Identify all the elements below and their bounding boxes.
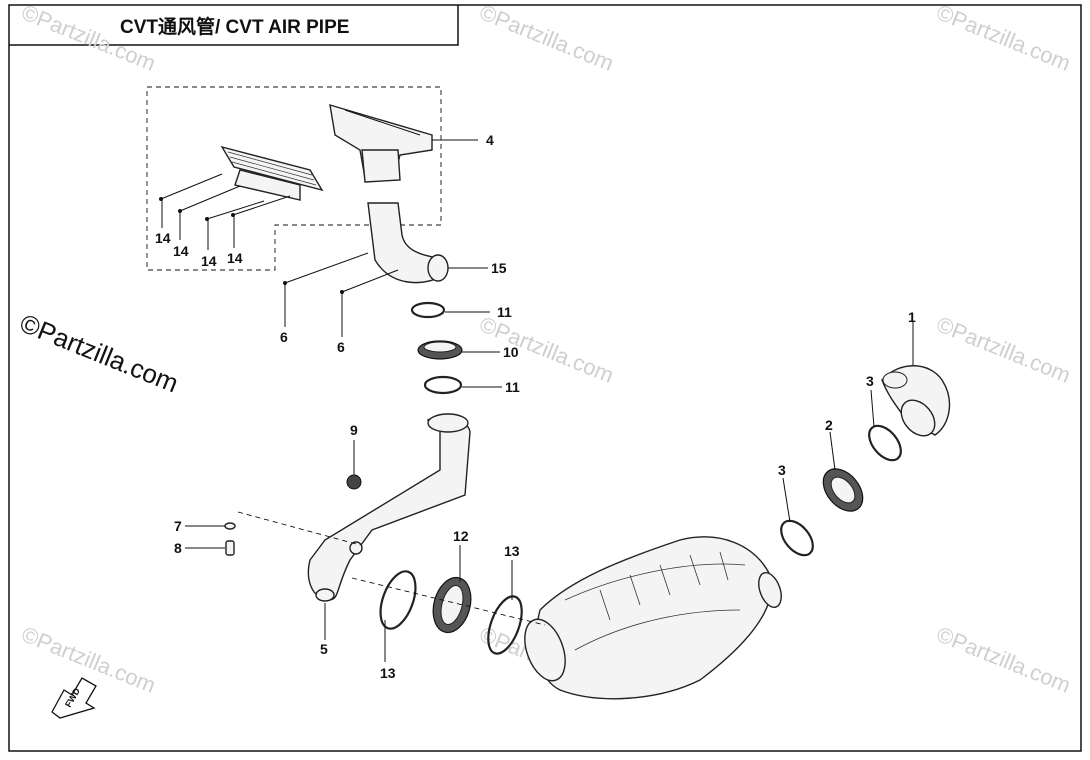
callout-1: 1 xyxy=(908,309,916,325)
leader-lines xyxy=(159,139,914,662)
part-2-coupler xyxy=(822,468,864,512)
part-12-coupler xyxy=(432,576,472,634)
callout-3-a: 3 xyxy=(778,462,786,478)
part-5-air-pipe xyxy=(307,413,471,602)
watermark-tile: ©Partzilla.com xyxy=(933,311,1074,387)
part-8-pin xyxy=(225,540,235,556)
watermark-tile: ©Partzilla.com xyxy=(933,0,1074,76)
callout-9: 9 xyxy=(350,422,358,438)
callout-6-b: 6 xyxy=(337,339,345,355)
watermark-tile: ©Partzilla.com xyxy=(476,0,617,76)
alignment-line xyxy=(237,511,546,626)
part-13-clamp-left xyxy=(379,570,417,630)
part-13-clamp-right xyxy=(487,595,523,655)
callout-3-b: 3 xyxy=(866,373,874,389)
part-4-intake-duct xyxy=(329,104,433,183)
part-15-elbow-duct xyxy=(367,202,449,284)
callout-2: 2 xyxy=(825,417,833,433)
part-3-clamp-lower xyxy=(780,519,814,557)
watermark-tile: ©Partzilla.com xyxy=(476,311,617,387)
watermark-main: ©Partzilla.com xyxy=(16,308,183,399)
callout-14-c: 14 xyxy=(201,253,217,269)
cvt-cover-housing xyxy=(524,536,782,700)
part-3-clamp-upper xyxy=(868,424,902,462)
callout-labels: 4 15 11 10 11 14 14 14 14 6 6 9 7 8 5 13… xyxy=(155,132,916,681)
callout-12: 12 xyxy=(453,528,469,544)
part-10-coupler xyxy=(417,340,463,360)
callout-15: 15 xyxy=(491,260,507,276)
subassembly-outline xyxy=(146,86,442,271)
diagram-frame xyxy=(8,4,1082,752)
part-4-grille xyxy=(220,145,324,201)
part-9-grommet xyxy=(346,474,362,490)
part-7-washer xyxy=(224,522,236,530)
title-box: CVT通风管/ CVT AIR PIPE xyxy=(9,5,459,46)
callout-10: 10 xyxy=(503,344,519,360)
callout-13-b: 13 xyxy=(504,543,520,559)
callout-7: 7 xyxy=(174,518,182,534)
fwd-arrow-icon: FWD xyxy=(51,677,97,719)
callout-14-a: 14 xyxy=(155,230,171,246)
callout-11-upper: 11 xyxy=(497,304,512,320)
callout-6-a: 6 xyxy=(280,329,288,345)
watermark-layer: ©Partzilla.com ©Partzilla.com ©Partzilla… xyxy=(16,0,1075,698)
callout-13-a: 13 xyxy=(380,665,396,681)
part-11-clamp-lower xyxy=(423,375,463,395)
callout-14-b: 14 xyxy=(173,243,189,259)
callout-4: 4 xyxy=(486,132,494,148)
diagram-title: CVT通风管/ CVT AIR PIPE xyxy=(120,15,349,38)
callout-14-d: 14 xyxy=(227,250,243,266)
callout-8: 8 xyxy=(174,540,182,556)
part-1-elbow xyxy=(881,365,951,437)
part-11-clamp-upper xyxy=(410,301,446,319)
callout-5: 5 xyxy=(320,641,328,657)
callout-11-lower: 11 xyxy=(505,379,520,395)
watermark-tile: ©Partzilla.com xyxy=(933,621,1074,697)
